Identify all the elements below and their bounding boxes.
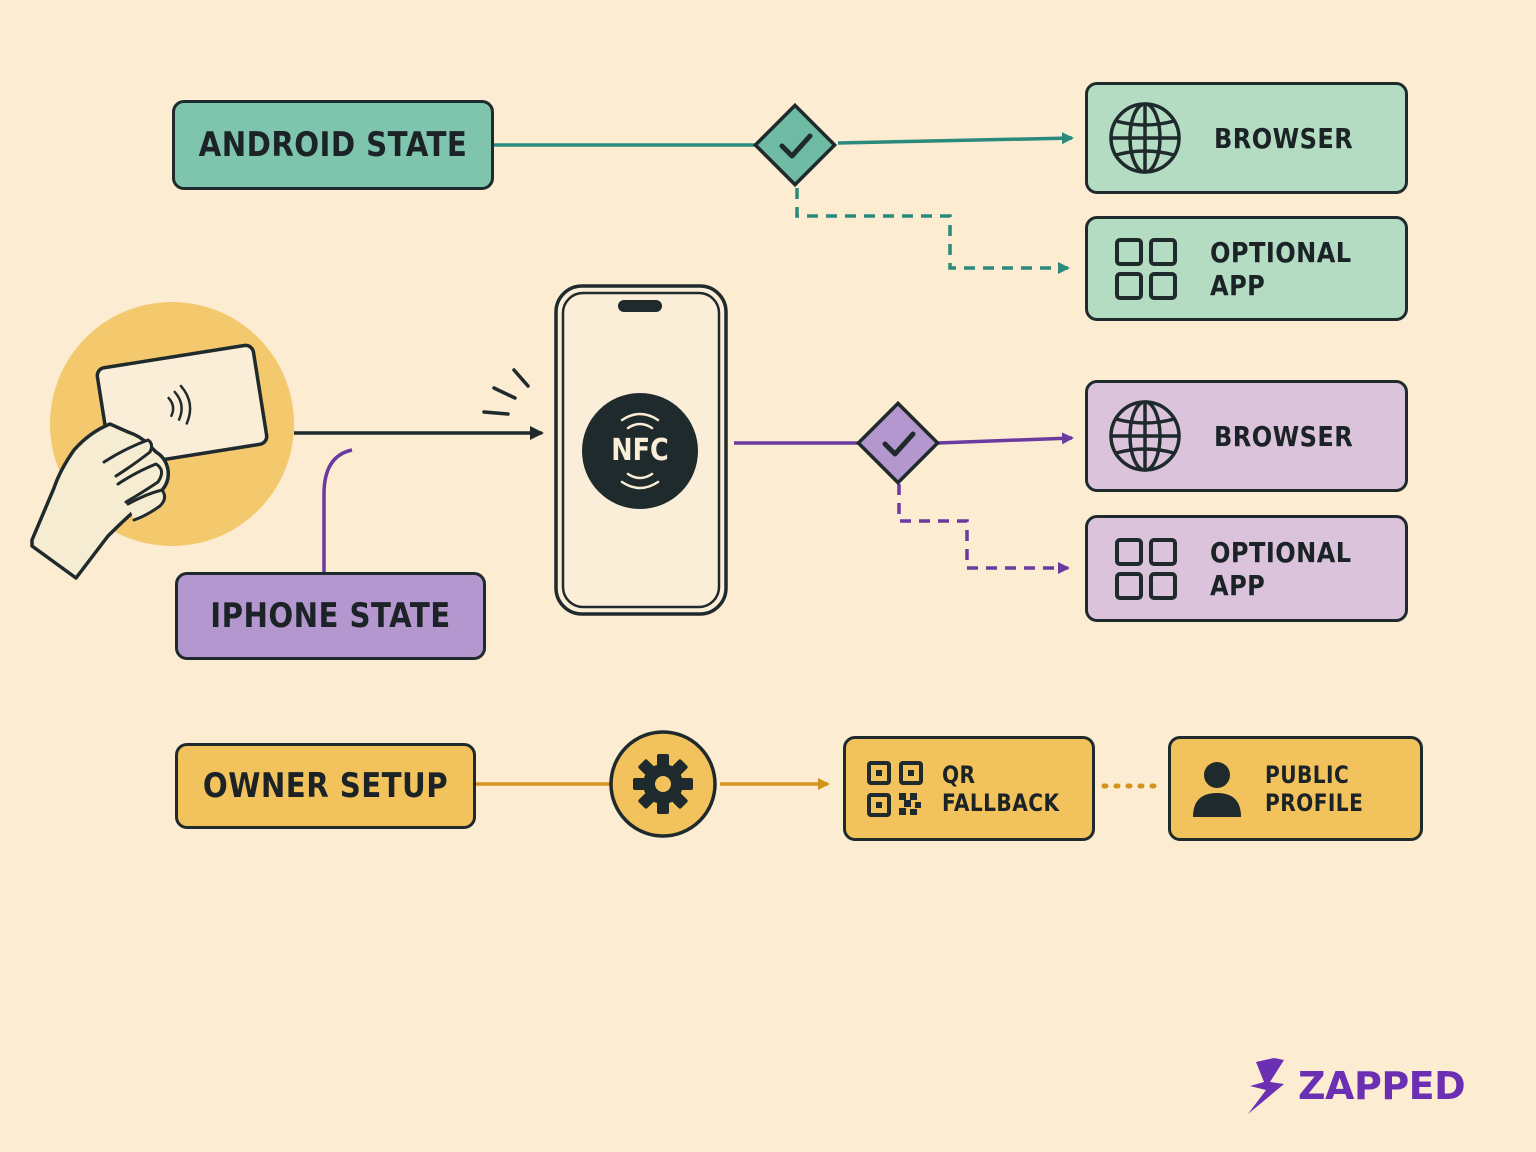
android-optional-app-label: OPTIONAL APP: [1210, 235, 1352, 302]
owner-setup-box[interactable]: OWNER SETUP: [175, 743, 476, 829]
public-profile-label: PUBLIC PROFILE: [1265, 760, 1364, 817]
globe-icon: [1109, 400, 1181, 472]
qr-code-icon: [867, 760, 923, 817]
iphone-app-dashed-arrow: [897, 484, 1070, 574]
iphone-decision-node: [855, 400, 941, 486]
nfc-badge: [582, 393, 698, 509]
android-browser-label: BROWSER: [1214, 121, 1354, 155]
iphone-connector: [322, 448, 353, 572]
android-state-label: ANDROID STATE: [198, 125, 468, 165]
nfc-icon: [620, 412, 660, 490]
globe-icon: [1109, 102, 1181, 174]
signal-burst-icon: [482, 368, 530, 416]
android-browser-arrow: [837, 132, 1074, 145]
iphone-browser-arrow: [937, 432, 1074, 445]
check-icon: [882, 431, 916, 457]
iphone-browser-label: BROWSER: [1214, 419, 1354, 453]
public-profile-box[interactable]: PUBLIC PROFILE: [1168, 736, 1423, 841]
android-state-box[interactable]: ANDROID STATE: [172, 100, 494, 190]
phone-speaker: [618, 300, 662, 312]
person-icon: [1193, 761, 1241, 817]
qr-fallback-box[interactable]: QR FALLBACK: [843, 736, 1095, 841]
brand-name: ZAPPED: [1298, 1064, 1466, 1108]
settings-node: [609, 730, 717, 838]
nfc-label: NFC: [611, 433, 669, 468]
contactless-icon: [167, 384, 192, 425]
iphone-state-box[interactable]: IPHONE STATE: [175, 572, 486, 660]
android-app-dashed-arrow: [795, 188, 1070, 274]
smartphone: [554, 284, 728, 616]
qr-fallback-label: QR FALLBACK: [942, 760, 1060, 817]
contactless-card-illustration: [30, 302, 294, 580]
iphone-optional-app-box[interactable]: OPTIONAL APP: [1085, 515, 1408, 622]
android-decision-node: [752, 102, 838, 188]
app-grid-icon: [1115, 237, 1177, 300]
brand-logo: ZAPPED: [1244, 1056, 1466, 1116]
check-icon: [779, 133, 813, 159]
app-grid-icon: [1115, 537, 1177, 600]
android-browser-box[interactable]: BROWSER: [1085, 82, 1408, 194]
iphone-state-label: IPHONE STATE: [210, 596, 451, 636]
iphone-browser-box[interactable]: BROWSER: [1085, 380, 1408, 492]
lightning-icon: [1248, 1058, 1284, 1114]
iphone-optional-app-label: OPTIONAL APP: [1210, 535, 1352, 602]
android-optional-app-box[interactable]: OPTIONAL APP: [1085, 216, 1408, 321]
owner-setup-label: OWNER SETUP: [202, 766, 449, 806]
gear-icon: [633, 754, 693, 814]
